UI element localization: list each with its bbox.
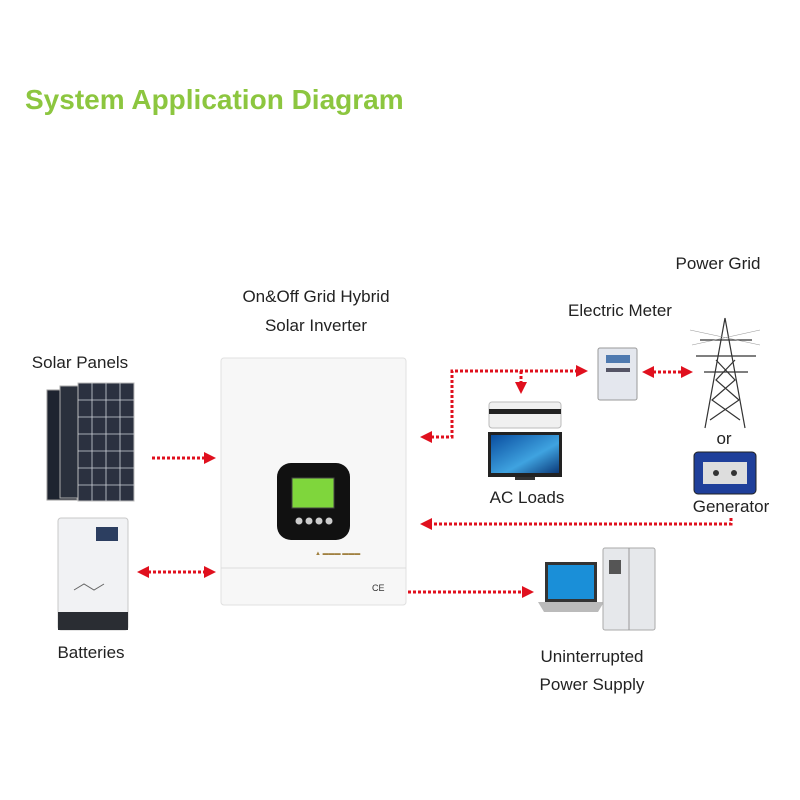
ups-loads-image xyxy=(538,547,656,631)
generator-to-inverter-arrow xyxy=(420,518,733,530)
label-ups-line1: Uninterrupted xyxy=(540,647,643,666)
label-or: or xyxy=(716,429,731,448)
label-electric-meter: Electric Meter xyxy=(568,301,672,320)
inverter-meter-arrow xyxy=(420,365,588,443)
svg-text:▲ ▬▬▬ ▬▬▬: ▲ ▬▬▬ ▬▬▬ xyxy=(315,551,360,557)
power-tower-image xyxy=(689,317,761,429)
page-title: System Application Diagram xyxy=(25,84,404,115)
label-generator: Generator xyxy=(693,497,770,516)
label-inverter-line2: Solar Inverter xyxy=(265,316,367,335)
label-solar-panels: Solar Panels xyxy=(32,353,128,372)
solar-panels-image xyxy=(46,382,135,502)
label-inverter-line1: On&Off Grid Hybrid xyxy=(242,287,389,306)
generator-image xyxy=(693,451,757,495)
ce-mark: CE xyxy=(372,583,385,593)
hybrid-inverter-image: ▲ ▬▬▬ ▬▬▬ CE xyxy=(220,357,407,606)
ac-loads-image xyxy=(488,401,562,480)
electric-meter-image xyxy=(597,347,638,401)
label-ups-line2: Power Supply xyxy=(540,675,645,694)
battery-image xyxy=(57,517,129,631)
label-ac-loads: AC Loads xyxy=(490,488,565,507)
label-batteries: Batteries xyxy=(57,643,124,662)
label-power-grid: Power Grid xyxy=(675,254,760,273)
